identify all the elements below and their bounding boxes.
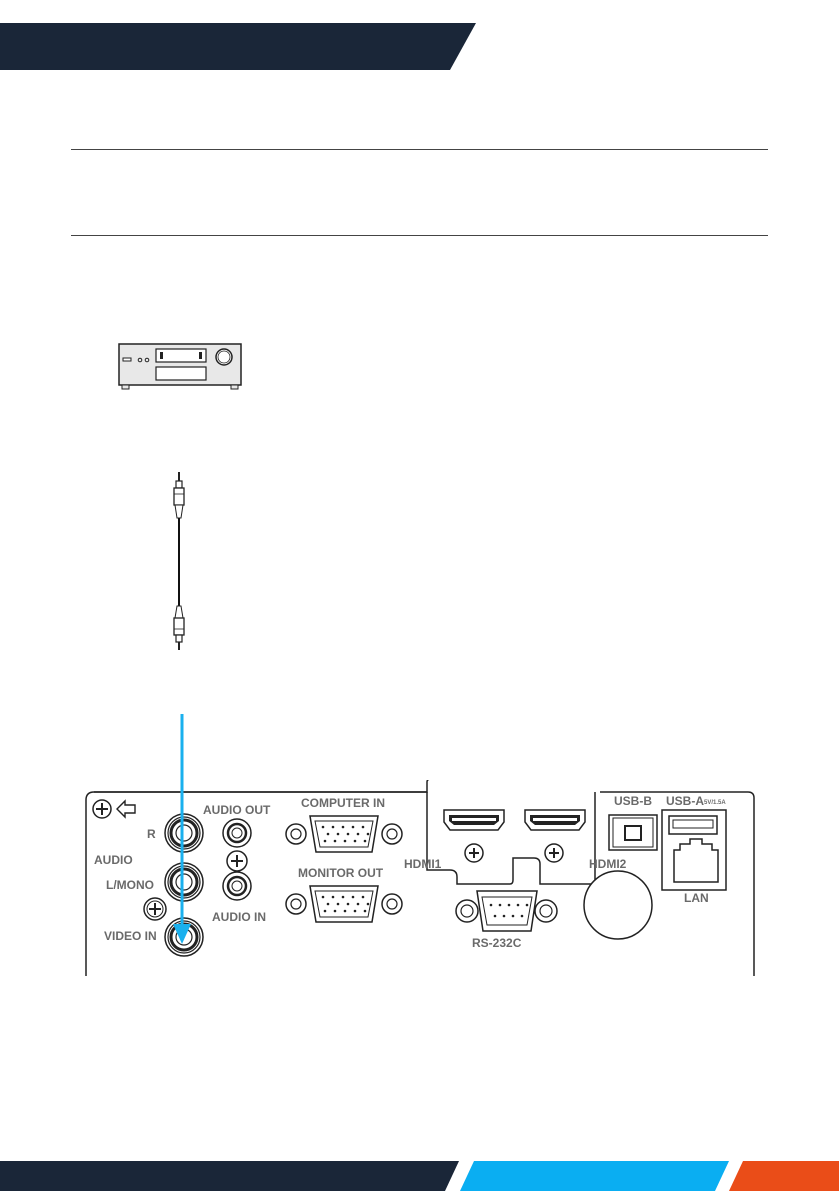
projector-rear-panel	[85, 780, 755, 976]
divider-bottom	[71, 235, 768, 236]
usb-b-label: USB-B	[614, 794, 652, 808]
av-receiver-icon	[118, 343, 242, 390]
arrow-left-icon	[116, 799, 136, 819]
header-banner	[0, 23, 476, 70]
lan-label: LAN	[684, 891, 709, 905]
audio-in-label: AUDIO IN	[212, 910, 266, 924]
monitor-out-label: MONITOR OUT	[298, 866, 384, 880]
rca-cable-icon	[173, 472, 185, 650]
ground-screw-icon	[92, 799, 112, 819]
rs232c-label: RS-232C	[472, 936, 522, 950]
hdmi2-label: HDMI2	[589, 857, 627, 871]
audio-label: AUDIO	[94, 853, 133, 867]
audio-out-label: AUDIO OUT	[203, 803, 271, 817]
video-in-label: VIDEO IN	[104, 929, 157, 943]
computer-in-label: COMPUTER IN	[301, 796, 385, 810]
divider-top	[71, 149, 768, 150]
hdmi1-label: HDMI1	[404, 857, 442, 871]
down-arrow-icon	[173, 714, 191, 944]
footer-band	[0, 1161, 839, 1191]
usb-a-label: USB-A	[666, 794, 704, 808]
l-mono-label: L/MONO	[106, 878, 154, 892]
usb-a-rating-label: 5V/1.5A	[704, 800, 726, 806]
audio-r-label: R	[147, 827, 156, 841]
